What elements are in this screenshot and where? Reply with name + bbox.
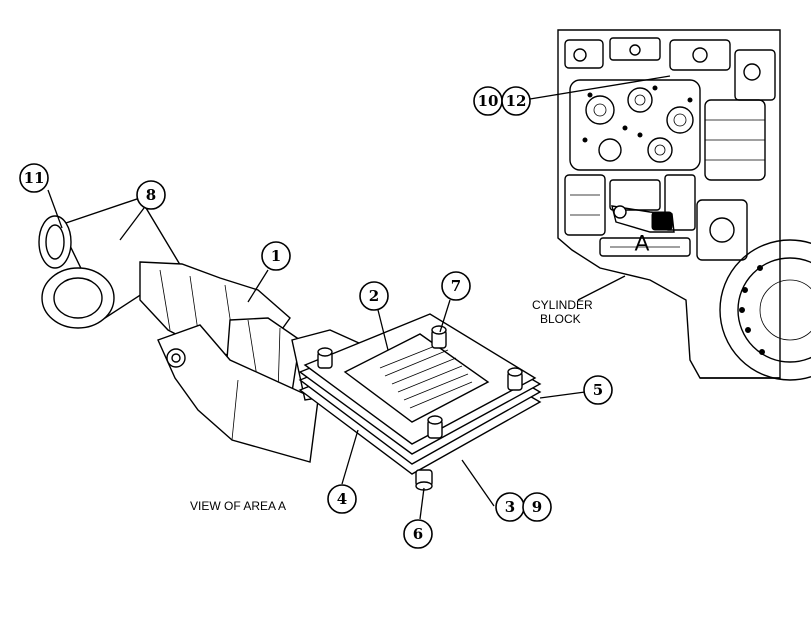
- callout-10: 10: [473, 86, 503, 116]
- leader-lines: [47, 75, 671, 520]
- callout-11-label: 11: [24, 169, 45, 187]
- callout-2: 2: [359, 281, 389, 311]
- callout-6: 6: [403, 519, 433, 549]
- callout-3: 3: [495, 492, 525, 522]
- cover-plate-illustration: [298, 313, 542, 491]
- callout-4: 4: [327, 484, 357, 514]
- callout-4-label: 4: [337, 490, 347, 508]
- callout-3-label: 3: [505, 498, 515, 516]
- view-caption: VIEW OF AREA A: [190, 499, 286, 513]
- callout-12: 12: [501, 86, 531, 116]
- callout-6-label: 6: [413, 525, 423, 543]
- callout-7-label: 7: [451, 277, 461, 295]
- callout-9-label: 9: [532, 498, 542, 516]
- callout-10-label: 10: [478, 92, 499, 110]
- cylinder-block-label-line2: BLOCK: [540, 312, 581, 326]
- area-marker-a: A: [635, 231, 650, 256]
- callout-12-label: 12: [506, 92, 527, 110]
- callout-1-label: 1: [271, 247, 281, 265]
- cylinder-block-label-line1: CYLINDER: [532, 298, 593, 312]
- callout-7: 7: [441, 271, 471, 301]
- callout-1: 1: [261, 241, 291, 271]
- callout-2-label: 2: [369, 287, 379, 305]
- callout-5: 5: [583, 375, 613, 405]
- callout-9: 9: [522, 492, 552, 522]
- callout-5-label: 5: [593, 381, 603, 399]
- sensor-assembly-illustration: [38, 197, 371, 463]
- callout-11: 11: [19, 163, 49, 193]
- engine-block-illustration: [557, 29, 811, 381]
- callout-8-label: 8: [146, 186, 156, 204]
- callout-8: 8: [136, 180, 166, 210]
